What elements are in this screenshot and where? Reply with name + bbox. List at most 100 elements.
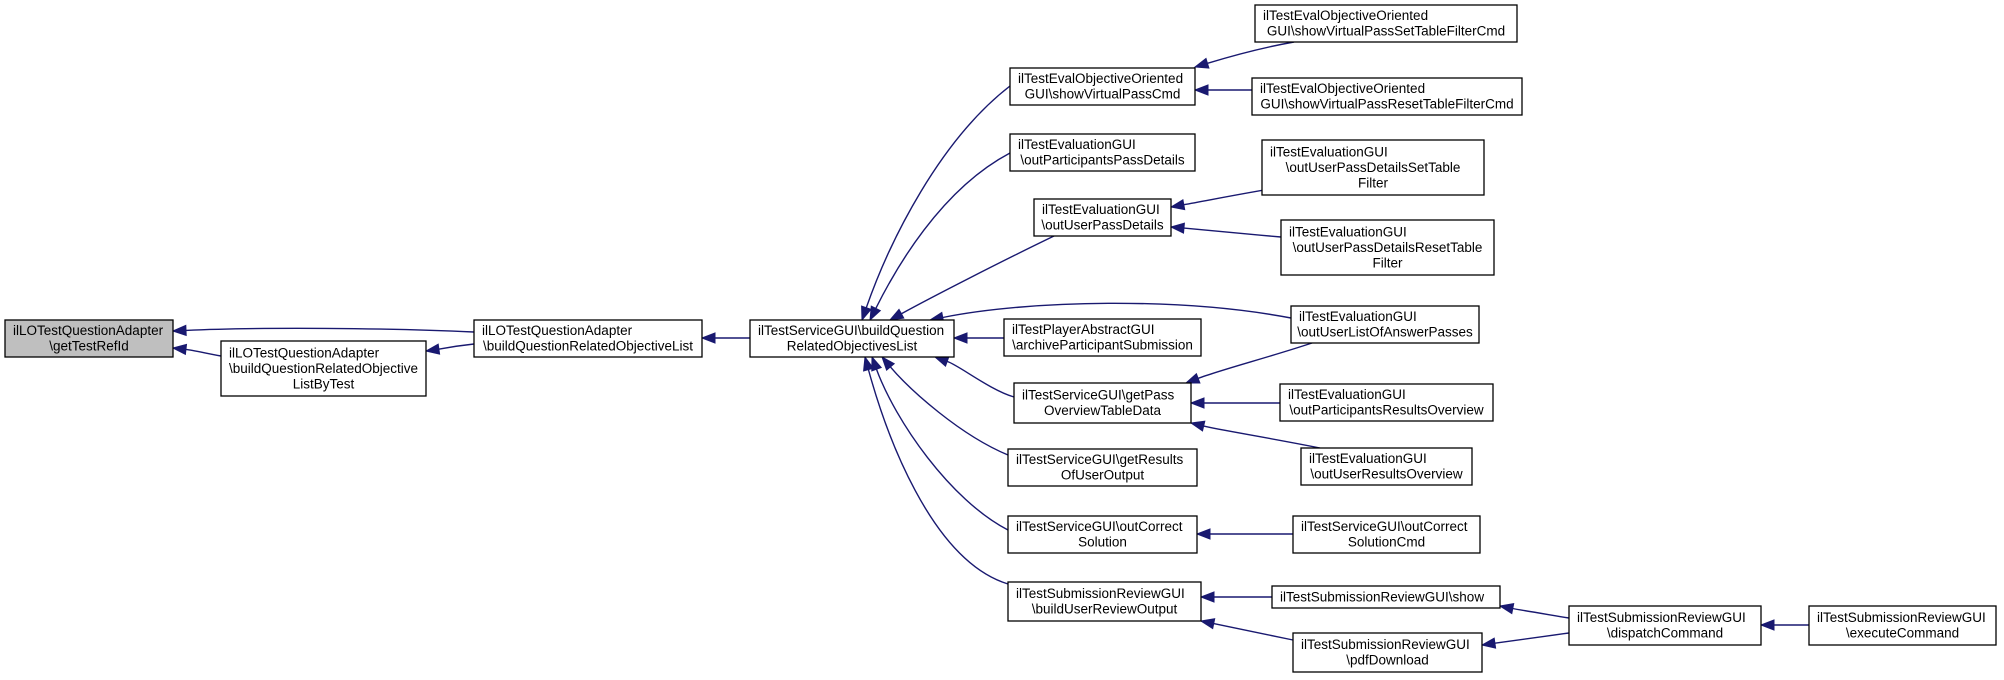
node-n-bqrol[interactable]: ilLOTestQuestionAdapter\buildQuestionRel… — [473, 319, 703, 358]
arrowhead-icon — [424, 343, 441, 355]
edge-n-eg-opro-to-n-tsg-gpotd — [1189, 397, 1280, 409]
node-n-eoo-set[interactable]: ilTestEvalObjectiveOrientedGUI\showVirtu… — [1254, 4, 1518, 43]
edge-line — [185, 327, 475, 333]
node-n-eg-ouro[interactable]: ilTestEvaluationGUI\outUserResultsOvervi… — [1300, 447, 1473, 486]
arrowhead-icon — [1169, 198, 1186, 211]
edge-line — [1203, 425, 1321, 449]
edge-n-srg-show-to-n-srg-buro — [1199, 591, 1273, 603]
node-n-eoo-reset[interactable]: ilTestEvalObjectiveOrientedGUI\showVirtu… — [1251, 77, 1523, 116]
node-n-eg-oupd-set[interactable]: ilTestEvaluationGUI\outUserPassDetailsSe… — [1261, 139, 1485, 196]
node-box — [1251, 77, 1523, 116]
edge-n-eg-ouro-to-n-tsg-gpotd — [1189, 420, 1321, 449]
arrowhead-icon — [933, 356, 950, 367]
node-n-srg-pdf[interactable]: ilTestSubmissionReviewGUI\pdfDownload — [1292, 632, 1483, 673]
edge-n-eg-oupd-to-n-tsg-bqrol — [888, 235, 1055, 321]
edge-line — [946, 360, 1015, 398]
edge-n-srg-buro-to-n-tsg-bqrol — [863, 355, 1009, 585]
node-box — [220, 340, 427, 397]
node-n-srg-buro[interactable]: ilTestSubmissionReviewGUI\buildUserRevie… — [1007, 581, 1202, 622]
node-box — [1009, 67, 1196, 106]
edge-n-tsg-ocscmd-to-n-tsg-ocs — [1195, 528, 1293, 540]
node-label-line: \getTestRefId — [49, 339, 129, 354]
node-label-line: ilTestSubmissionReviewGUI — [1577, 610, 1746, 625]
node-label-line: \outUserPassDetailsSetTable — [1286, 160, 1461, 175]
edge-n-tsg-bqrol-to-n-bqrol — [700, 332, 750, 344]
edge-line — [185, 348, 222, 357]
node-box — [1007, 581, 1202, 622]
node-n-srg-dispatch[interactable]: ilTestSubmissionReviewGUI\dispatchComman… — [1568, 605, 1762, 646]
node-root: ilLOTestQuestionAdapter\getTestRefId — [4, 319, 174, 358]
node-n-eg-oupd[interactable]: ilTestEvaluationGUI\outUserPassDetails — [1033, 198, 1172, 237]
node-n-eg-opro[interactable]: ilTestEvaluationGUI\outParticipantsResul… — [1279, 383, 1494, 422]
node-label-line: ilTestServiceGUI\buildQuestion — [758, 323, 944, 338]
node-label-line: \buildQuestionRelatedObjective — [229, 361, 418, 376]
node-box — [1033, 198, 1172, 237]
node-n-eg-oppd[interactable]: ilTestEvaluationGUI\outParticipantsPassD… — [1009, 133, 1196, 172]
node-label-line: \executeCommand — [1846, 626, 1959, 641]
node-n-bqrolbt[interactable]: ilLOTestQuestionAdapter\buildQuestionRel… — [220, 340, 427, 397]
edge-n-bqrolbt-to-root — [171, 343, 222, 357]
edge-line — [901, 235, 1055, 315]
node-box — [1280, 219, 1495, 276]
node-n-tsg-bqrol[interactable]: ilTestServiceGUI\buildQuestionRelatedObj… — [749, 319, 955, 358]
node-label-line: Filter — [1373, 255, 1404, 270]
node-label-line: \archiveParticipantSubmission — [1012, 338, 1193, 353]
node-label-line: \pdfDownload — [1346, 653, 1429, 668]
node-box — [1292, 632, 1483, 673]
edge-n-pag-aps-to-n-tsg-bqrol — [952, 332, 1004, 344]
node-n-tsg-gpotd[interactable]: ilTestServiceGUI\getPassOverviewTableDat… — [1013, 382, 1192, 424]
node-label-line: ilTestEvalObjectiveOriented — [1263, 8, 1428, 23]
arrowhead-icon — [863, 355, 875, 372]
node-label-line: ilTestSubmissionReviewGUI — [1016, 586, 1185, 601]
node-box — [749, 319, 955, 358]
node-n-eg-oupd-reset[interactable]: ilTestEvaluationGUI\outUserPassDetailsRe… — [1280, 219, 1495, 276]
edge-line — [1494, 632, 1570, 644]
node-n-eg-oulap[interactable]: ilTestEvaluationGUI\outUserListOfAnswerP… — [1290, 305, 1480, 344]
node-label-line: ilTestEvaluationGUI — [1042, 202, 1160, 217]
node-label-line: ilTestServiceGUI\outCorrect — [1301, 519, 1468, 534]
node-box — [1261, 139, 1485, 196]
node-box — [1279, 383, 1494, 422]
arrowhead-icon — [869, 305, 882, 322]
node-label-line: ilTestEvaluationGUI — [1289, 224, 1407, 239]
node-label-line: Filter — [1358, 175, 1389, 190]
arrowhead-icon — [1193, 84, 1209, 96]
arrowhead-icon — [171, 324, 187, 337]
node-label-line: \outParticipantsPassDetails — [1020, 153, 1185, 168]
edge-n-eoo-set-to-n-eoo-svp — [1193, 41, 1295, 69]
edge-line — [865, 85, 1011, 308]
node-label-line: \buildUserReviewOutput — [1032, 602, 1178, 617]
arrowhead-icon — [1480, 637, 1497, 649]
node-box — [473, 319, 703, 358]
arrowhead-icon — [1195, 528, 1211, 540]
node-n-srg-show[interactable]: ilTestSubmissionReviewGUI\show — [1271, 585, 1501, 609]
node-label-line: Solution — [1078, 535, 1127, 550]
node-label-line: ilTestServiceGUI\getResults — [1016, 452, 1184, 467]
node-label-line: \dispatchCommand — [1607, 626, 1723, 641]
node-n-pag-aps[interactable]: ilTestPlayerAbstractGUI\archiveParticipa… — [1003, 318, 1202, 357]
edge-n-tsg-groo-to-n-tsg-bqrol — [881, 355, 1009, 456]
node-label-line: ilTestServiceGUI\getPass — [1022, 388, 1175, 403]
node-n-eoo-svp[interactable]: ilTestEvalObjectiveOrientedGUI\showVirtu… — [1009, 67, 1196, 106]
node-label-line: OfUserOutput — [1061, 468, 1145, 483]
edge-line — [942, 302, 1292, 319]
node-label-line: ilTestEvalObjectiveOriented — [1260, 81, 1425, 96]
node-label-line: GUI\showVirtualPassResetTableFilterCmd — [1260, 97, 1513, 112]
edge-n-srg-pdf-to-n-srg-buro — [1199, 618, 1294, 641]
node-n-srg-exec[interactable]: ilTestSubmissionReviewGUI\executeCommand — [1808, 605, 1997, 646]
edge-line — [438, 343, 475, 350]
nodes-layer: ilLOTestQuestionAdapter\getTestRefId ilLO… — [4, 4, 1997, 673]
node-box — [1568, 605, 1762, 646]
edge-n-srg-exec-to-n-srg-dispatch — [1759, 619, 1809, 631]
edge-line — [1207, 41, 1295, 64]
node-box — [1013, 382, 1192, 424]
node-label-line: ilTestEvaluationGUI — [1299, 309, 1417, 324]
node-box — [1292, 515, 1481, 554]
edge-line — [875, 368, 1009, 531]
arrowhead-icon — [1759, 619, 1775, 631]
node-label-line: \outUserPassDetails — [1041, 218, 1164, 233]
node-box — [4, 319, 174, 358]
